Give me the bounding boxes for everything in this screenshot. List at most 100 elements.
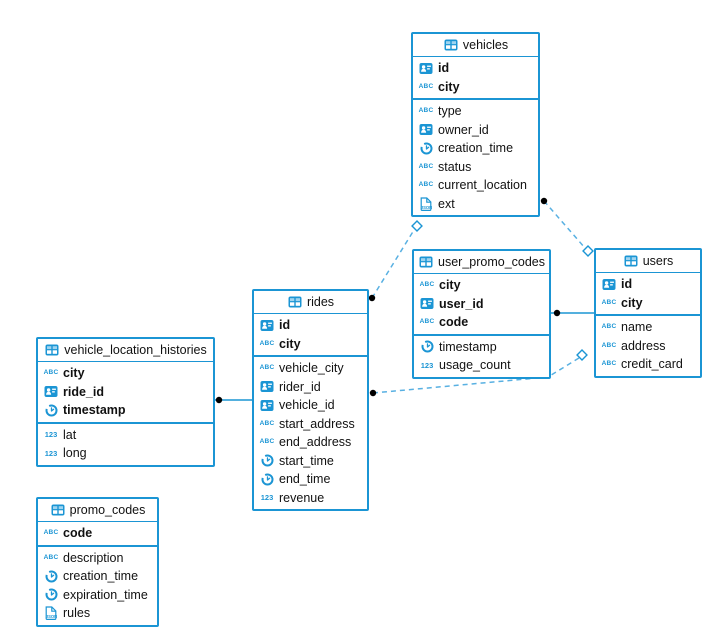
column-name: city <box>439 278 461 293</box>
table-icon <box>623 255 639 267</box>
column-creation_time[interactable]: creation_time <box>413 139 538 158</box>
svg-text:JSON: JSON <box>421 205 432 210</box>
table-icon <box>418 256 434 268</box>
relation-rides-vehicles[interactable] <box>368 220 423 302</box>
column-name: timestamp <box>63 403 126 418</box>
clock-icon <box>418 142 434 155</box>
column-ride_id[interactable]: ride_id <box>38 383 213 402</box>
column-name: creation_time <box>63 569 139 584</box>
column-name: long <box>63 446 87 461</box>
relation-dot <box>368 294 376 302</box>
column-name: timestamp <box>439 339 497 354</box>
table-icon <box>50 504 66 516</box>
column-start_time[interactable]: start_time <box>254 452 367 471</box>
column-name: rules <box>63 606 91 621</box>
table-icon <box>443 39 459 51</box>
column-name: city <box>279 336 301 351</box>
table-header[interactable]: user_promo_codes <box>414 251 549 274</box>
column-end_time[interactable]: end_time <box>254 470 367 489</box>
column-name: user_id <box>439 296 484 311</box>
column-id[interactable]: id <box>254 316 367 335</box>
column-name: id <box>438 61 450 76</box>
id-badge-icon <box>419 297 435 310</box>
id-badge-icon <box>259 319 275 332</box>
column-long[interactable]: 123 long <box>38 444 213 463</box>
numeric-type-icon: 123 <box>44 448 58 458</box>
clock-icon <box>43 588 59 601</box>
relation-vehicles-users[interactable] <box>540 197 594 257</box>
table-header[interactable]: users <box>596 250 700 273</box>
numeric-type-icon: 123 <box>260 493 274 502</box>
column-expiration_time[interactable]: expiration_time <box>38 586 157 605</box>
table-title: user_promo_codes <box>438 255 546 269</box>
column-name: id <box>621 277 633 292</box>
column-timestamp[interactable]: timestamp <box>38 401 213 420</box>
column-name: description <box>63 550 124 565</box>
column-user_id[interactable]: user_id <box>414 295 549 314</box>
column-owner_id[interactable]: owner_id <box>413 121 538 140</box>
column-creation_time[interactable]: creation_time <box>38 567 157 586</box>
clock-icon <box>259 454 275 467</box>
column-name: usage_count <box>439 358 511 373</box>
column-rider_id[interactable]: rider_id <box>254 378 367 397</box>
column-name: status <box>438 159 472 174</box>
table-header[interactable]: vehicle_location_histories <box>38 339 213 362</box>
relation-vehicle_location_histories-rides[interactable] <box>215 396 252 404</box>
column-name: rider_id <box>279 379 321 394</box>
clock-icon <box>43 404 59 417</box>
column-timestamp[interactable]: timestamp <box>414 338 549 357</box>
id-badge-icon <box>418 62 434 75</box>
column-id[interactable]: id <box>596 275 700 294</box>
column-name: end_time <box>279 472 331 487</box>
relation-user_promo_codes-users[interactable] <box>551 309 594 317</box>
column-vehicle_id[interactable]: vehicle_id <box>254 396 367 415</box>
relation-diamond <box>576 349 588 361</box>
abc-type-icon: ABC <box>418 181 434 188</box>
id-badge-icon <box>418 123 434 136</box>
abc-type-icon: ABC <box>601 360 617 367</box>
table-header[interactable]: promo_codes <box>38 499 157 522</box>
table-header[interactable]: vehicles <box>413 34 538 57</box>
table-header[interactable]: rides <box>254 291 367 314</box>
column-name: city <box>438 79 460 94</box>
id-badge-icon <box>601 278 617 291</box>
column-id[interactable]: id <box>413 59 538 78</box>
relation-dot <box>553 309 561 317</box>
